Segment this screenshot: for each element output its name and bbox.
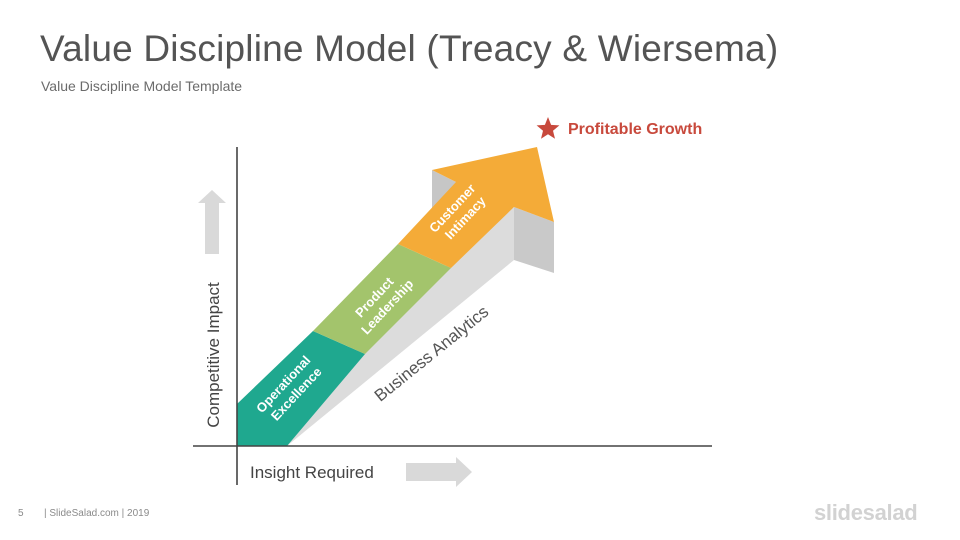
up-arrow-icon <box>198 190 226 254</box>
segment-operational-excellence <box>237 331 365 446</box>
segment-product-leadership <box>313 244 451 354</box>
footer-text: | SlideSalad.com | 2019 <box>44 508 150 519</box>
right-arrow-icon <box>406 457 472 487</box>
star-icon <box>536 117 560 139</box>
segment-customer-intimacy <box>398 147 554 268</box>
brand-logo: slidesalad <box>814 500 918 525</box>
goal-label: Profitable Growth <box>568 121 702 138</box>
x-axis-label: Insight Required <box>250 463 374 482</box>
arrow-head-depth-right <box>514 207 554 273</box>
slide-title: Value Discipline Model (Treacy & Wiersem… <box>40 28 779 69</box>
slide-subtitle: Value Discipline Model Template <box>41 78 243 94</box>
page-number: 5 <box>18 508 24 519</box>
y-axis-label: Competitive Impact <box>204 282 223 428</box>
